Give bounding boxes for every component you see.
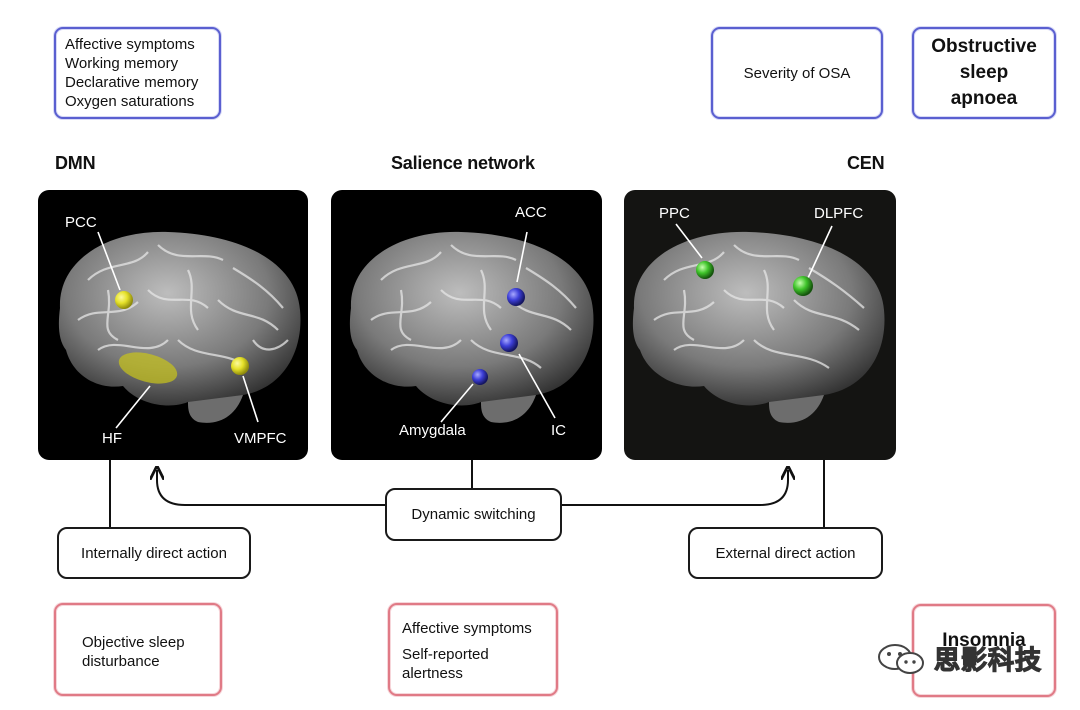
ic-node	[500, 334, 518, 352]
osa-title-line-3: apnoea	[950, 88, 1018, 109]
insomnia-title: Insomnia	[942, 630, 1026, 651]
dynamic-switching-box: Dynamic switching	[385, 488, 562, 541]
watermark: 思影科技	[876, 640, 1042, 677]
insomnia-box: Insomnia	[912, 604, 1056, 697]
acc-node	[507, 288, 525, 306]
vmpfc-label: VMPFC	[234, 430, 287, 447]
obstructive-sleep-apnoea-box: Obstructive sleep apnoea	[912, 27, 1056, 119]
dmn-brain-image	[58, 231, 301, 429]
wechat-icon	[878, 643, 924, 674]
box-line-affective-symptoms: Affective symptoms	[65, 36, 195, 53]
ppc-label: PPC	[659, 205, 690, 222]
box-line-oxygen-saturations: Oxygen saturations	[65, 93, 195, 110]
salience-network-title: Salience network	[391, 153, 535, 173]
osa-severity-box: Severity of OSA	[711, 27, 883, 119]
amygdala-label: Amygdala	[399, 422, 466, 439]
dmn-brain-panel: PCC HF VMPFC	[38, 190, 308, 460]
pcc-label: PCC	[65, 214, 97, 231]
insomnia-alertness: alertness	[402, 665, 463, 682]
hf-node	[118, 352, 178, 384]
dlpfc-node	[793, 276, 813, 296]
insomnia-symptoms-box: Affective symptoms Self-reported alertne…	[388, 603, 558, 696]
insomnia-affective-symptoms: Affective symptoms	[402, 620, 532, 637]
osa-title-line-2: sleep	[959, 62, 1009, 83]
salience-brain-panel: ACC Amygdala IC	[331, 190, 602, 460]
amygdala-node	[472, 369, 488, 385]
acc-label: ACC	[515, 204, 547, 221]
pcc-node	[115, 291, 133, 309]
salience-brain-image	[349, 231, 594, 423]
vmpfc-node	[231, 357, 249, 375]
internally-direct-action-box: Internally direct action	[57, 527, 251, 579]
objective-sleep-disturbance-box: Objective sleep disturbance	[54, 603, 222, 696]
dlpfc-label: DLPFC	[814, 205, 864, 222]
watermark-text: 思影科技	[933, 645, 1043, 676]
cen-brain-panel: PPC DLPFC	[624, 190, 896, 460]
insomnia-self-reported: Self-reported	[402, 646, 489, 663]
external-direct-action-box: External direct action	[688, 527, 883, 579]
box-line-declarative-memory: Declarative memory	[65, 74, 199, 91]
ic-label: IC	[551, 422, 566, 439]
objective-sleep-line-1: Objective sleep	[82, 634, 185, 651]
dmn-title: DMN	[55, 153, 96, 173]
external-direct-action-text: External direct action	[715, 544, 856, 562]
ppc-node	[696, 261, 714, 279]
box-line-working-memory: Working memory	[65, 55, 179, 72]
osa-severity-text: Severity of OSA	[743, 64, 851, 82]
objective-sleep-line-2: disturbance	[82, 653, 160, 670]
cen-title: CEN	[847, 153, 885, 173]
cen-brain-image	[632, 223, 885, 423]
osa-title-line-1: Obstructive	[931, 36, 1037, 57]
dynamic-switching-text: Dynamic switching	[411, 506, 536, 523]
hf-label: HF	[102, 430, 122, 447]
internally-direct-action-text: Internally direct action	[81, 544, 227, 562]
cognitive-measures-box: Affective symptoms Working memory Declar…	[54, 27, 221, 119]
